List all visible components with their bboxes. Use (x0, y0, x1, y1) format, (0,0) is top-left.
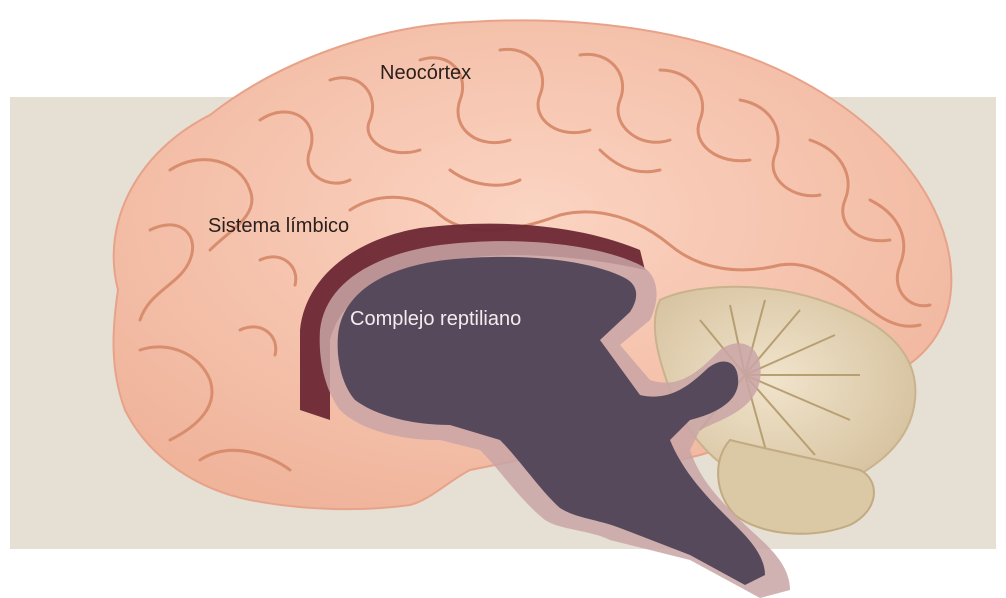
limbic-system-label: Sistema límbico (208, 216, 349, 236)
reptilian-complex-label: Complejo reptiliano (350, 309, 521, 329)
neocortex-label: Neocórtex (380, 63, 471, 83)
